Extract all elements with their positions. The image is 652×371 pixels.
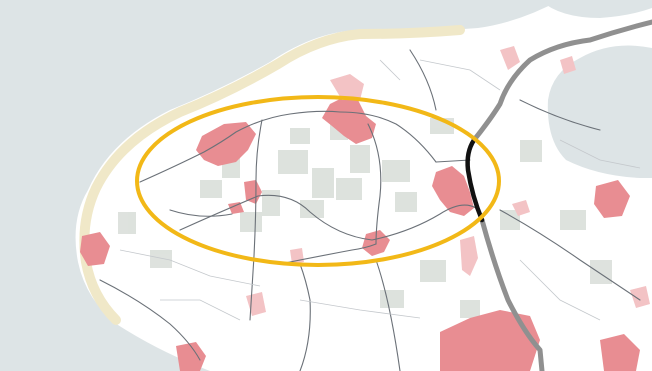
estuary-inlet	[540, 0, 652, 18]
urban-areas	[80, 96, 640, 371]
urban-west-town	[196, 122, 256, 166]
road-network-faint	[119, 59, 641, 321]
road-network	[99, 49, 641, 371]
urban-small-west	[228, 202, 244, 214]
urban-north-town	[322, 96, 376, 144]
green-fields	[118, 118, 612, 318]
urban-east-town	[432, 166, 474, 216]
highlighted-road-segment	[465, 137, 485, 223]
urban-south-west	[80, 232, 110, 266]
highlight-ellipse	[135, 95, 501, 267]
motorway	[471, 19, 652, 371]
estuary-water	[547, 45, 652, 179]
urban-bottom-right	[600, 334, 640, 371]
urban-south-east	[440, 310, 540, 371]
urban-bottom-left	[176, 342, 206, 371]
urban-east-edge	[594, 180, 630, 218]
urban-mid-west	[244, 180, 262, 204]
